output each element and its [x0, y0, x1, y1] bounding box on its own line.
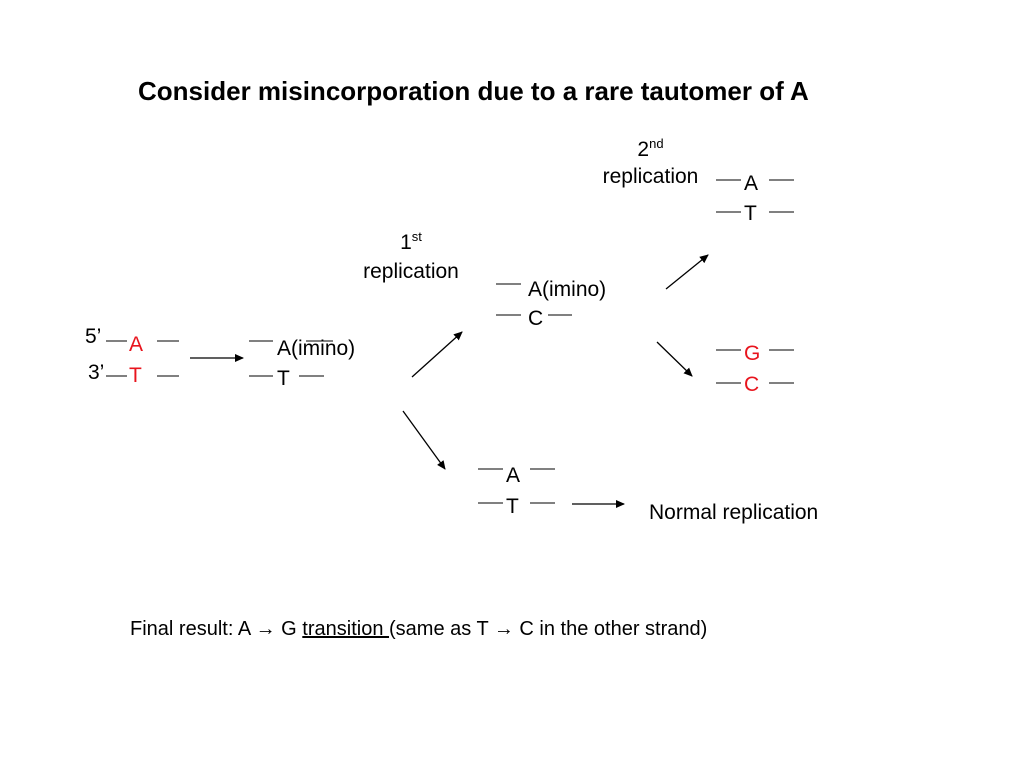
final-arrow-1: →	[255, 618, 276, 640]
second-up-bottom-base: T	[744, 202, 757, 225]
first-replication-number: 1	[400, 231, 412, 254]
first-up-bottom-base: C	[528, 307, 544, 330]
tautomer-bottom-base: T	[277, 367, 290, 390]
final-suffix-b: C in the other strand)	[513, 618, 708, 640]
final-suffix-a: (same as T	[389, 618, 494, 640]
second-replication-number: 2	[637, 138, 650, 161]
second-replication-label: 2nd replication	[598, 136, 703, 188]
first-up-top-base: A(imino)	[528, 278, 607, 301]
first-replication-label: 1st replication	[352, 229, 470, 283]
first-replication-suffix: st	[411, 229, 422, 244]
arrows	[190, 254, 709, 508]
five-prime-label: 5’	[85, 325, 102, 348]
second-down-top-base: G	[744, 342, 761, 365]
arrow-to-second-up	[665, 254, 709, 290]
final-transition: transition	[302, 618, 390, 640]
strand-dashes	[106, 179, 794, 504]
second-up-top-base: A	[744, 172, 759, 195]
second-replication-word: replication	[602, 165, 699, 188]
first-down-top-base: A	[506, 464, 521, 487]
three-prime-label: 3’	[88, 361, 105, 384]
final-prefix: Final result: A	[130, 618, 256, 640]
first-down-bottom-base: T	[506, 495, 519, 518]
final-arrow-2: →	[493, 618, 514, 640]
second-replication-suffix: nd	[649, 136, 664, 151]
final-result: Final result: A → G transition (same as …	[130, 619, 707, 639]
arrow-to-first-up	[411, 331, 463, 378]
slide-title: Consider misincorporation due to a rare …	[138, 76, 809, 106]
arrow-to-second-down	[656, 341, 693, 377]
arrow-to-first-down	[402, 410, 446, 470]
start-bottom-base: T	[129, 364, 142, 387]
normal-replication-label: Normal replication	[649, 501, 819, 524]
tautomer-top-base: A(imino)	[277, 337, 356, 360]
start-top-base: A	[129, 333, 144, 356]
first-replication-word: replication	[363, 260, 459, 283]
final-mid: G	[275, 618, 303, 640]
second-down-bottom-base: C	[744, 373, 760, 396]
